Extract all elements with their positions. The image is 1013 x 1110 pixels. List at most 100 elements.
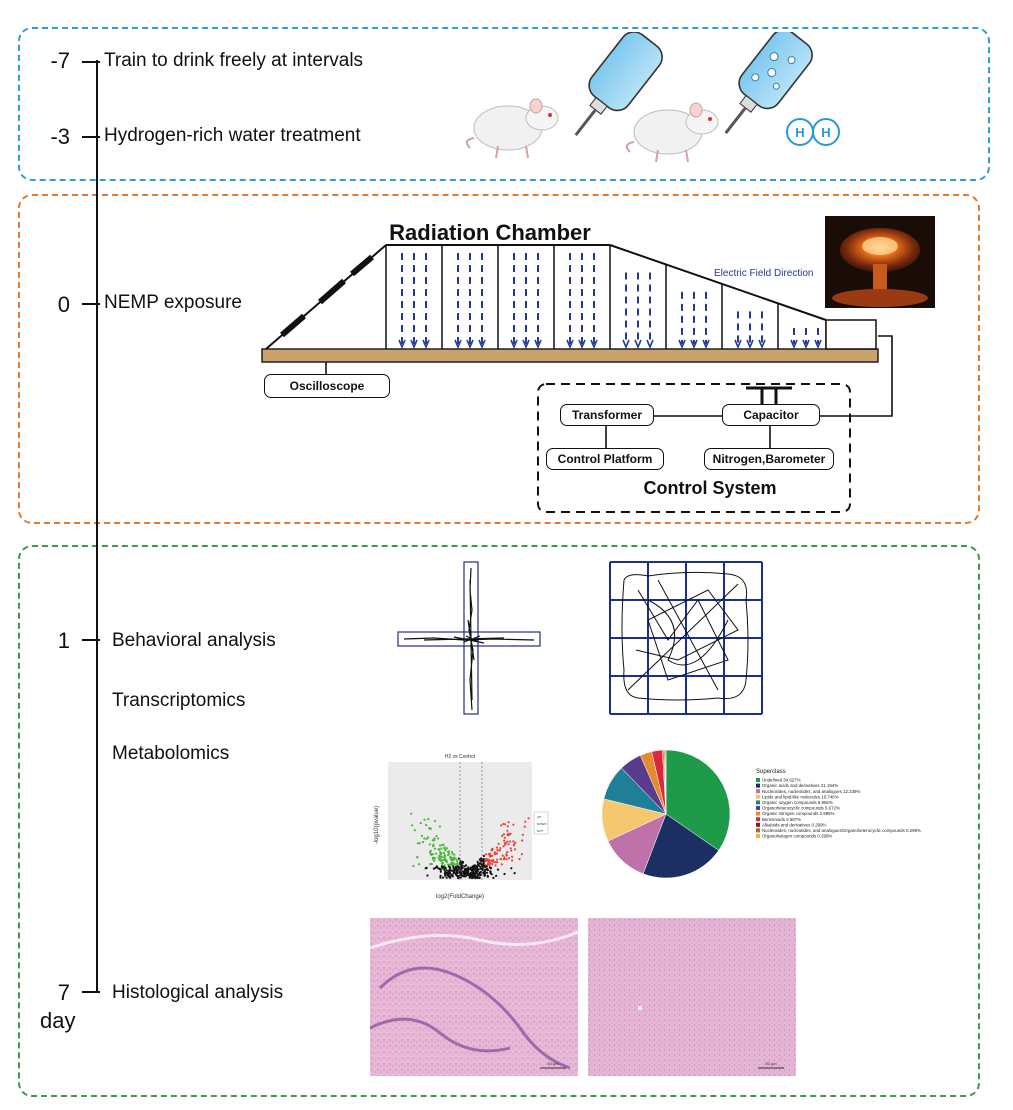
volcano-point: [496, 849, 499, 852]
volcano-point: [443, 858, 446, 861]
control-system-box: [537, 383, 851, 513]
pie-legend-swatch-3: [756, 794, 760, 799]
timeline-event-behavioral: Behavioral analysis: [112, 630, 276, 651]
volcano-legend-down: DOWN: [537, 822, 547, 826]
volcano-legend: [533, 811, 549, 835]
volcano-point: [479, 867, 482, 870]
timeline-event-train: Train to drink freely at intervals: [104, 50, 364, 71]
volcano-point: [524, 820, 527, 823]
volcano-point: [521, 833, 524, 836]
volcano-point: [433, 837, 436, 840]
volcano-point: [451, 852, 454, 855]
electric-field-label: Electric Field Direction: [714, 268, 813, 279]
volcano-point: [488, 861, 491, 864]
histology-image-hippocampus: 50 μm: [370, 918, 578, 1076]
volcano-point: [445, 871, 448, 874]
field-arrowhead: [758, 339, 766, 350]
volcano-point: [520, 853, 523, 856]
volcano-point: [483, 874, 486, 877]
volcano-point: [506, 829, 509, 832]
volcano-point: [510, 867, 513, 870]
volcano-point: [413, 829, 416, 832]
volcano-point: [480, 859, 483, 862]
volcano-point: [428, 843, 431, 846]
volcano-point: [468, 876, 472, 879]
volcano-point: [457, 866, 460, 869]
volcano-point: [513, 848, 517, 851]
volcano-point: [443, 864, 446, 867]
volcano-point: [449, 875, 452, 878]
volcano-point: [452, 866, 455, 869]
superclass-pie-chart: Superclass Undefined 34.627%Organic acid…: [601, 749, 921, 879]
volcano-point: [421, 840, 425, 844]
volcano-point: [425, 837, 428, 840]
field-arrowhead: [590, 339, 598, 350]
section-analysis-box: [18, 545, 980, 1097]
volcano-point: [439, 870, 442, 873]
pie-legend-swatch-2: [756, 789, 760, 794]
volcano-point: [486, 858, 490, 861]
volcano-point: [435, 852, 438, 855]
volcano-point: [482, 858, 485, 861]
volcano-point: [469, 866, 473, 870]
volcano-point: [514, 841, 517, 844]
volcano-point: [443, 872, 446, 875]
volcano-point: [440, 859, 443, 863]
volcano-point: [447, 873, 450, 876]
volcano-point: [472, 864, 475, 867]
volcano-point: [425, 866, 428, 869]
volcano-point: [432, 845, 435, 848]
pie-legend-swatch-7: [756, 817, 760, 822]
volcano-point: [438, 858, 441, 861]
test-cell: [825, 319, 877, 350]
volcano-point: [433, 839, 436, 842]
volcano-point: [451, 875, 455, 878]
volcano-point: [436, 837, 440, 840]
volcano-point: [502, 822, 505, 826]
pie-legend-label-4: Organic oxygen compounds 8.955%: [762, 800, 833, 805]
volcano-point: [416, 842, 419, 845]
volcano-point: [418, 842, 421, 845]
volcano-point: [416, 856, 419, 859]
volcano-point: [466, 873, 469, 877]
chamber-title: Radiation Chamber: [389, 220, 591, 245]
timeline-tick: [82, 991, 100, 993]
volcano-point: [482, 862, 485, 865]
volcano-point: [433, 857, 437, 860]
volcano-point: [437, 856, 440, 859]
volcano-legend-up: UP: [537, 815, 541, 819]
field-arrowhead: [466, 339, 474, 350]
volcano-point: [443, 856, 446, 859]
volcano-point: [455, 865, 458, 869]
antenna-segment: [350, 254, 374, 277]
volcano-point: [450, 863, 453, 866]
volcano-point: [486, 871, 489, 874]
volcano-point: [440, 855, 443, 858]
volcano-point: [464, 871, 467, 874]
mouse-icon: [465, 98, 559, 159]
open-field-trace: [609, 561, 763, 715]
volcano-point: [483, 872, 486, 875]
volcano-point: [426, 874, 429, 877]
volcano-point: [453, 853, 456, 856]
volcano-point: [464, 873, 467, 876]
capacitor-box: Capacitor: [722, 404, 820, 426]
volcano-point: [485, 865, 488, 868]
volcano-point: [452, 870, 455, 873]
volcano-point: [448, 852, 451, 855]
timeline-day-0: 0: [57, 292, 70, 317]
volcano-point: [475, 870, 478, 873]
volcano-point: [502, 858, 506, 861]
volcano-point: [511, 859, 514, 862]
volcano-point: [451, 857, 454, 860]
volcano-point: [482, 854, 485, 858]
volcano-point: [503, 856, 506, 859]
volcano-point: [442, 852, 445, 855]
field-arrowhead: [422, 339, 430, 350]
volcano-point: [503, 839, 506, 842]
volcano-point: [432, 867, 436, 870]
field-arrowhead: [678, 339, 686, 350]
water-bottle-icon: [574, 32, 663, 136]
volcano-point: [478, 862, 481, 865]
volcano-point: [437, 848, 440, 851]
